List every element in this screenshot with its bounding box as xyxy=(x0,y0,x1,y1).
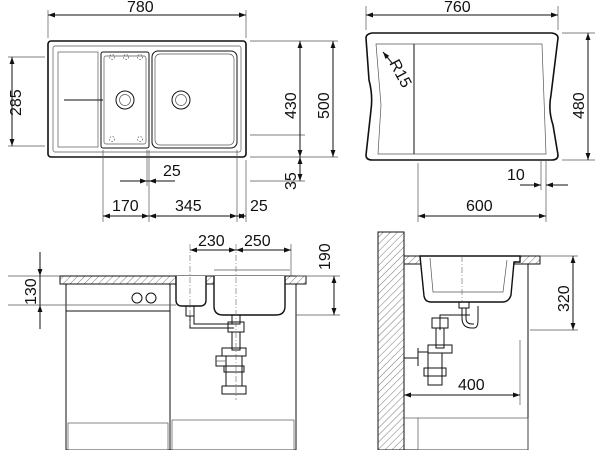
dim-bowl-small: 170 xyxy=(112,198,139,215)
large-bowl-section xyxy=(213,276,286,316)
dim-offset-bottom: 35 xyxy=(283,172,300,190)
dim-side-depth: 320 xyxy=(556,285,573,312)
siphon-trap xyxy=(225,355,243,387)
dim-depth-large: 190 xyxy=(317,243,334,270)
dim-height-inner: 430 xyxy=(283,92,300,119)
sink-top-view: 780 285 430 500 35 25 170 345 25 xyxy=(8,0,338,222)
dim-cutout-height: 480 xyxy=(571,92,588,119)
dim-height-left: 285 xyxy=(8,89,25,116)
side-view: 320 400 xyxy=(377,231,578,450)
dim-bowl-large: 345 xyxy=(175,198,202,215)
dim-cabinet-min: 600 xyxy=(466,198,493,215)
side-bowl xyxy=(419,255,521,303)
dim-depth-small: 130 xyxy=(23,278,40,305)
cutout-view: 760 480 R15 10 600 xyxy=(365,0,595,222)
wall xyxy=(377,231,405,450)
dim-cutout-width: 760 xyxy=(444,0,471,16)
dishwasher-cabinet xyxy=(65,283,171,450)
small-bowl-drain xyxy=(115,90,135,110)
large-bowl-drain xyxy=(171,90,191,110)
dim-edge-right: 25 xyxy=(250,198,268,215)
front-view: 230 250 190 130 xyxy=(8,233,340,450)
dim-drain-large: 250 xyxy=(244,233,271,250)
small-bowl xyxy=(100,51,150,149)
cutout-outline xyxy=(365,32,559,161)
small-bowl-section xyxy=(175,276,207,307)
large-bowl xyxy=(151,50,238,149)
dim-drain-offset: 400 xyxy=(458,377,485,394)
dim-spacing-a: 25 xyxy=(163,163,181,180)
dim-drain-small: 230 xyxy=(198,233,225,250)
dim-radius: R15 xyxy=(385,57,414,91)
dim-height-outer: 500 xyxy=(316,92,333,119)
side-siphon xyxy=(427,352,443,386)
dim-edge: 10 xyxy=(507,167,525,184)
dim-overall-width: 780 xyxy=(127,0,154,16)
